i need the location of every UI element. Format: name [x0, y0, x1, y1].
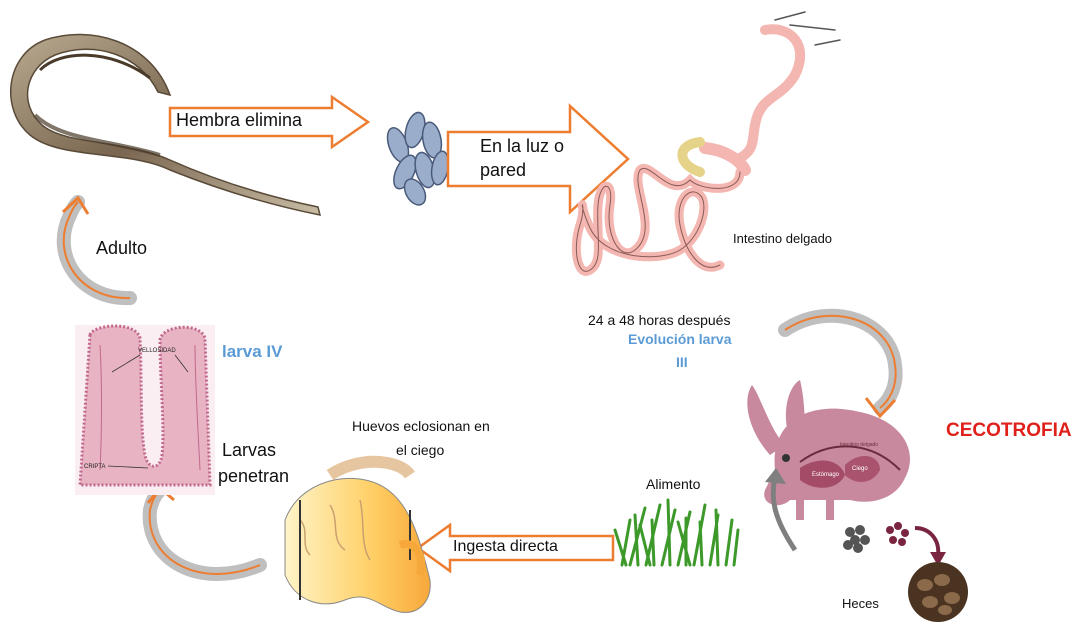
label-adulto: Adulto — [96, 238, 147, 259]
label-larvas-penetran-line2: penetran — [218, 466, 289, 487]
label-en-la-luz-line1: En la luz o — [480, 136, 564, 157]
label-heces: Heces — [842, 596, 879, 611]
label-en-la-luz-line2: pared — [480, 160, 526, 181]
label-horas-despues: 24 a 48 horas después — [588, 312, 730, 328]
stomach-label: Estómago — [812, 472, 840, 478]
grass-image — [615, 500, 738, 565]
label-evolucion-larva: Evolución larva — [628, 331, 731, 347]
label-larva-iv: larva IV — [222, 342, 283, 362]
eggs-cluster-image — [383, 110, 450, 208]
label-larva-iii: III — [676, 354, 688, 370]
label-ingesta-directa: Ingesta directa — [453, 538, 558, 556]
label-cecotrofia: CECOTROFIA — [946, 420, 1072, 442]
intestinal-villi-image: VELLOSIDAD CRIPTA — [75, 325, 215, 495]
label-larvas-penetran-line1: Larvas — [222, 440, 276, 461]
label-huevos-line2: el ciego — [396, 442, 444, 458]
curved-arrow-to-villi — [148, 488, 260, 574]
label-intestino-delgado: Intestino delgado — [733, 231, 832, 246]
label-huevos-line1: Huevos eclosionan en — [352, 418, 490, 434]
cecum-label: Ciego — [852, 466, 868, 472]
small-intestine-mini-label: Intestino delgado — [840, 442, 878, 448]
villus-label: VELLOSIDAD — [138, 348, 176, 354]
label-alimento: Alimento — [646, 476, 700, 492]
crypt-label: CRIPTA — [84, 464, 106, 470]
label-hembra-elimina: Hembra elimina — [176, 110, 302, 131]
cecum-image — [285, 462, 430, 613]
